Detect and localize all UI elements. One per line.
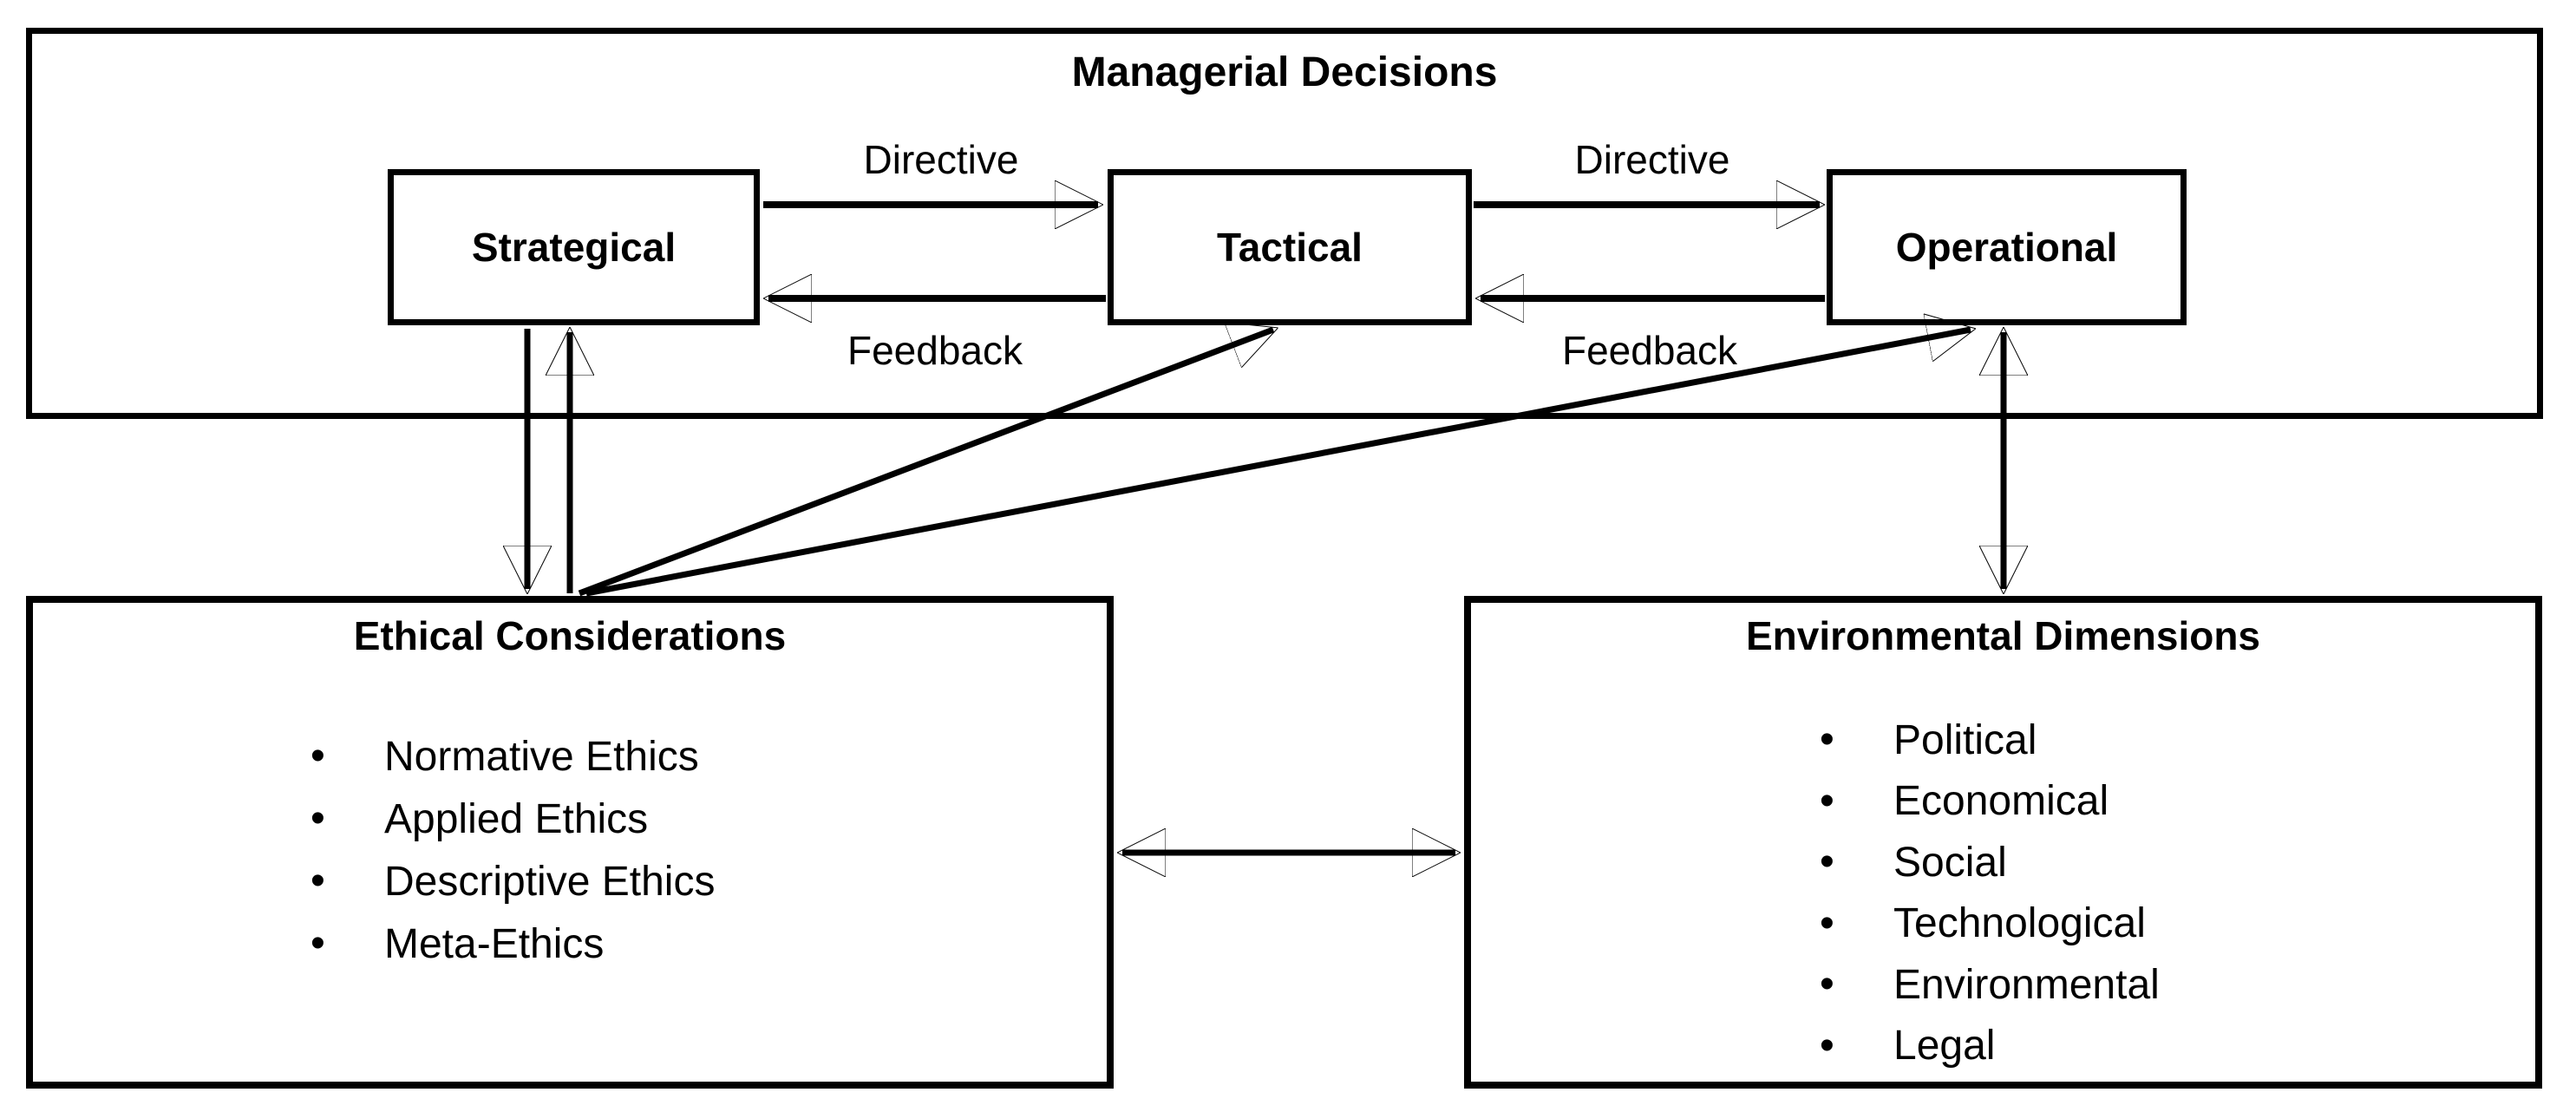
strategical-label: Strategical <box>471 225 677 270</box>
environmental-item-label: Environmental <box>1893 961 2160 1008</box>
bullet-icon: • <box>1820 1022 1834 1069</box>
list-item: • Normative Ethics <box>311 725 715 788</box>
environmental-item-label: Technological <box>1893 900 2146 947</box>
bullet-icon: • <box>311 733 325 779</box>
operational-box: Operational <box>1827 169 2187 325</box>
ethical-list: • Normative Ethics • Applied Ethics • De… <box>311 725 715 975</box>
bullet-icon: • <box>311 858 325 904</box>
bullet-icon: • <box>1820 777 1834 824</box>
bullet-icon: • <box>1820 961 1834 1008</box>
ethical-item-label: Applied Ethics <box>384 795 649 842</box>
ethical-item-label: Descriptive Ethics <box>384 858 716 905</box>
list-item: • Legal <box>1820 1016 2160 1077</box>
bullet-icon: • <box>311 795 325 841</box>
environmental-list: • Political • Economical • Social • Tech… <box>1820 710 2160 1076</box>
feedback-label-tactical-strategical: Feedback <box>847 328 1023 373</box>
list-item: • Descriptive Ethics <box>311 850 715 912</box>
ethical-considerations-title: Ethical Considerations <box>353 613 787 658</box>
environmental-item-label: Political <box>1893 716 2037 763</box>
ethical-item-label: Normative Ethics <box>384 733 699 780</box>
environmental-item-label: Legal <box>1893 1023 1996 1069</box>
environmental-item-label: Social <box>1893 839 2007 886</box>
environmental-dimensions-box: Environmental Dimensions • Political • E… <box>1464 596 2542 1089</box>
bullet-icon: • <box>311 920 325 966</box>
list-item: • Technological <box>1820 893 2160 955</box>
list-item: • Environmental <box>1820 954 2160 1016</box>
managerial-decisions-box: Managerial Decisions Strategical Tactica… <box>26 28 2543 419</box>
list-item: • Applied Ethics <box>311 788 715 850</box>
operational-label: Operational <box>1895 225 2118 270</box>
environmental-dimensions-title: Environmental Dimensions <box>1745 613 2260 658</box>
bullet-icon: • <box>1820 839 1834 886</box>
bullet-icon: • <box>1820 716 1834 763</box>
ethical-considerations-box: Ethical Considerations • Normative Ethic… <box>26 596 1114 1089</box>
bullet-icon: • <box>1820 899 1834 946</box>
list-item: • Social <box>1820 832 2160 893</box>
feedback-label-operational-tactical: Feedback <box>1561 328 1737 373</box>
directive-label-strategical-tactical: Directive <box>863 137 1019 182</box>
directive-label-tactical-operational: Directive <box>1574 137 1730 182</box>
strategical-box: Strategical <box>388 169 760 325</box>
environmental-item-label: Economical <box>1893 778 2109 825</box>
list-item: • Economical <box>1820 771 2160 833</box>
tactical-label: Tactical <box>1217 225 1363 270</box>
list-item: • Political <box>1820 710 2160 771</box>
managerial-decisions-title: Managerial Decisions <box>1071 49 1498 95</box>
tactical-box: Tactical <box>1108 169 1472 325</box>
ethical-item-label: Meta-Ethics <box>384 920 605 967</box>
list-item: • Meta-Ethics <box>311 912 715 975</box>
